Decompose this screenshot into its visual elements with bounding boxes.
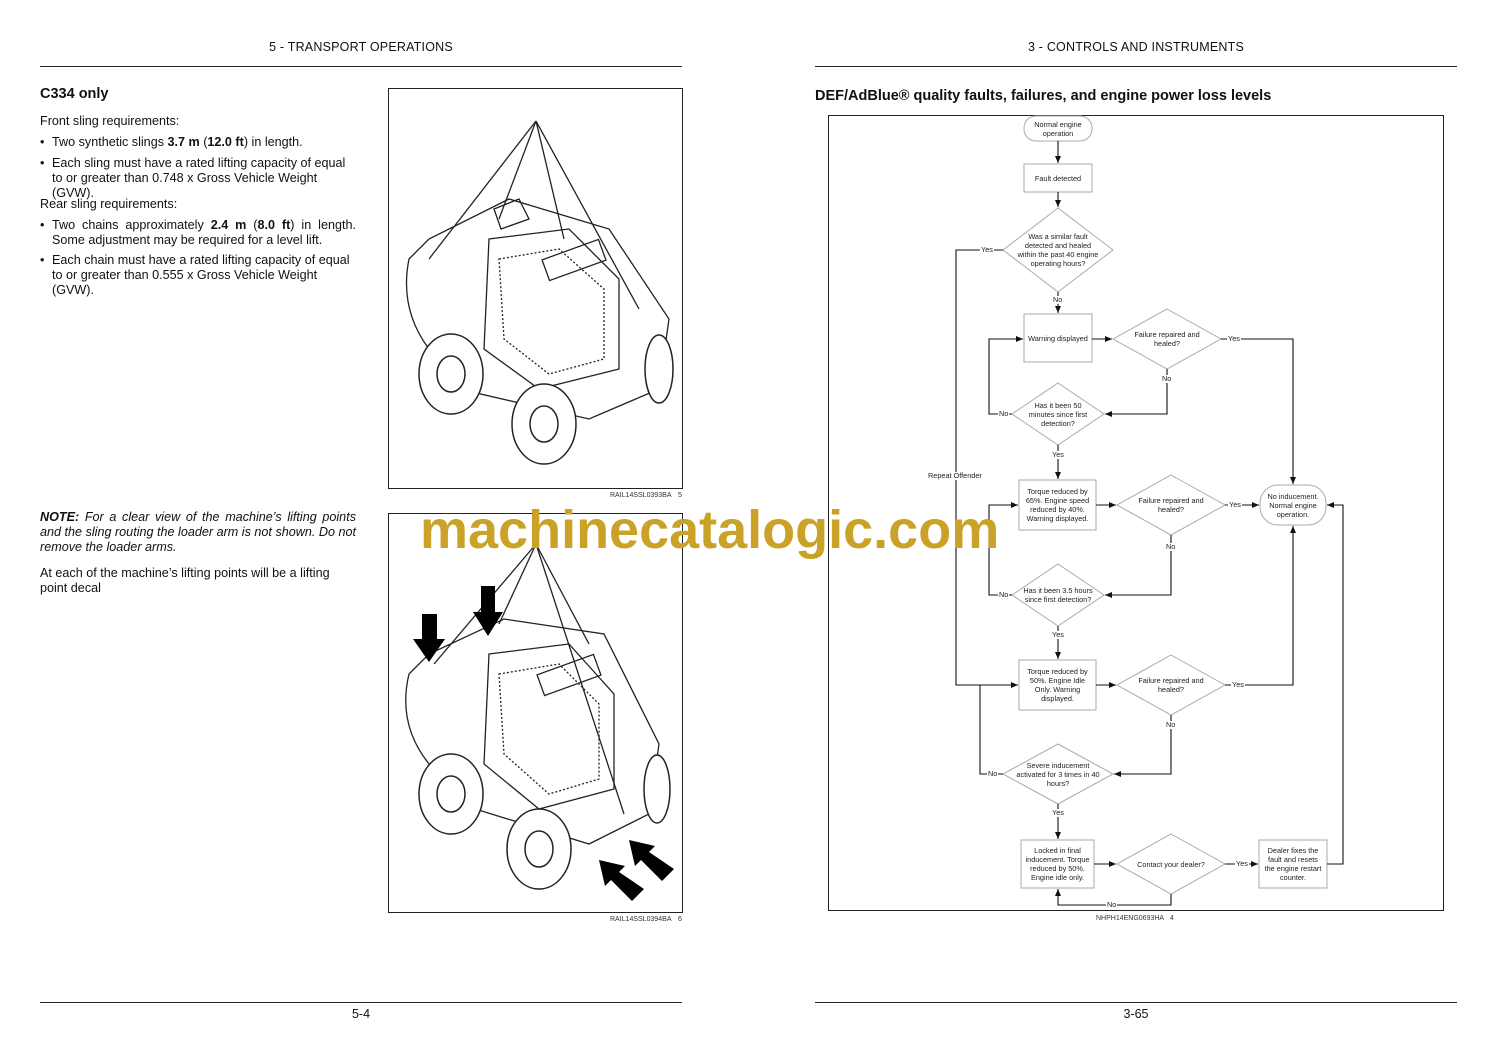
rear-sling-heading: Rear sling requirements: [40,197,178,211]
flow-warning-displayed: Warning displayed [1028,333,1088,343]
footer-rule [815,1002,1457,1003]
text: ) in length. [243,135,303,149]
bold-metric: 3.7 m [167,135,200,149]
label-yes: Yes [980,245,994,254]
flow-decision-repaired-1: Failure repaired and healed? [1134,330,1200,348]
flow-fault-detected: Fault detected [1034,173,1082,183]
decal-text: At each of the machine’s lifting points … [40,566,330,595]
flow-dealer-fixes: Dealer fixes the fault and resets the en… [1264,846,1322,882]
bold-imperial: 8.0 ft [257,218,291,232]
label-yes: Yes [1051,450,1065,459]
flow-decision-similar-fault: Was a similar fault detected and healed … [1017,232,1099,268]
figure-lifting-points [388,513,683,913]
label-yes: Yes [1231,680,1245,689]
figure-6-number: 6 [678,916,682,923]
label-no: No [998,409,1010,418]
label-yes: Yes [1051,808,1065,817]
note: NOTE: For a clear view of the machine’s … [40,510,356,555]
text: ( [246,218,258,232]
skid-steer-lifting-points-illustration [405,543,674,901]
bold-metric: 2.4 m [210,218,247,232]
header-rule [40,66,682,67]
text: Two chains approximately [52,218,211,232]
flow-decision-repaired-2: Failure repaired and healed? [1138,496,1204,514]
label-no: No [987,769,999,778]
text: Two synthetic slings [52,135,168,149]
note-text: For a clear view of the machine’s liftin… [40,510,356,554]
right-page-number: 3-65 [1123,1007,1149,1021]
label-repeat-offender: Repeat Offender [927,471,983,480]
flow-start-normal-operation: Normal engine operation [1034,119,1082,138]
label-yes: Yes [1228,500,1242,509]
text: Each chain must have a rated lifting cap… [52,253,350,297]
text: ) in length. Some adjustment may be requ… [52,218,356,247]
rear-bullet-2: •Each chain must have a rated lifting ca… [40,253,356,298]
front-bullet-2: •Each sling must have a rated lifting ca… [40,156,356,201]
flow-decision-3-5-hours: Has it been 3.5 hours since first detect… [1023,586,1093,604]
left-page-number: 5-4 [351,1007,371,1021]
label-no: No [1106,900,1118,909]
header-rule [815,66,1457,67]
label-no: No [1165,720,1177,729]
right-page-header: 3 - CONTROLS AND INSTRUMENTS [1027,40,1245,54]
front-bullet-1: • Two synthetic slings 3.7 m (12.0 ft) i… [40,135,303,149]
flow-locked-final: Locked in final inducement. Torque reduc… [1025,846,1090,882]
section-title: C334 only [40,86,109,102]
watermark: machinecatalogic.com [420,500,1000,560]
figure-4-code: NHPH14ENG0693HA [1096,915,1165,922]
flow-decision-50-minutes: Has it been 50 minutes since first detec… [1028,400,1088,428]
bold-imperial: 12.0 ft [207,135,244,149]
label-yes: Yes [1227,334,1241,343]
figure-machine-sling-view [388,88,683,489]
flow-torque-65: Torque reduced by 65%. Engine speed redu… [1025,487,1090,523]
flow-decision-severe-inducement: Severe inducement activated for 3 times … [1016,760,1100,788]
figure-6-code: RAIL14SSL0394BA [610,916,672,923]
note-label: NOTE: [40,510,80,524]
text: ( [199,135,208,149]
label-no: No [1161,374,1173,383]
flowchart-frame [828,115,1444,911]
label-no: No [1052,295,1064,304]
flow-decision-repaired-3: Failure repaired and healed? [1138,676,1204,694]
label-yes: Yes [1235,859,1249,868]
section-title: DEF/AdBlue® quality faults, failures, an… [815,88,1272,104]
lifting-point-arrows [413,586,674,901]
figure-5-code: RAIL14SSL0393BA [610,492,672,499]
front-sling-heading: Front sling requirements: [40,114,180,128]
flow-no-inducement: No inducement. Normal engine operation. [1267,491,1319,519]
left-page-header: 5 - TRANSPORT OPERATIONS [269,40,453,54]
text: Each sling must have a rated lifting cap… [52,156,346,200]
skid-steer-illustration [405,120,674,465]
label-no: No [1165,542,1177,551]
footer-rule [40,1002,682,1003]
rear-bullet-1: • Two chains approximately 2.4 m (8.0 ft… [40,218,356,247]
figure-4-number: 4 [1170,915,1174,922]
label-no: No [998,590,1010,599]
flow-decision-contact-dealer: Contact your dealer? [1137,859,1205,869]
flow-torque-50: Torque reduced by 50%. Engine Idle Only.… [1027,667,1088,703]
figure-5-number: 5 [678,492,682,499]
label-yes: Yes [1051,630,1065,639]
